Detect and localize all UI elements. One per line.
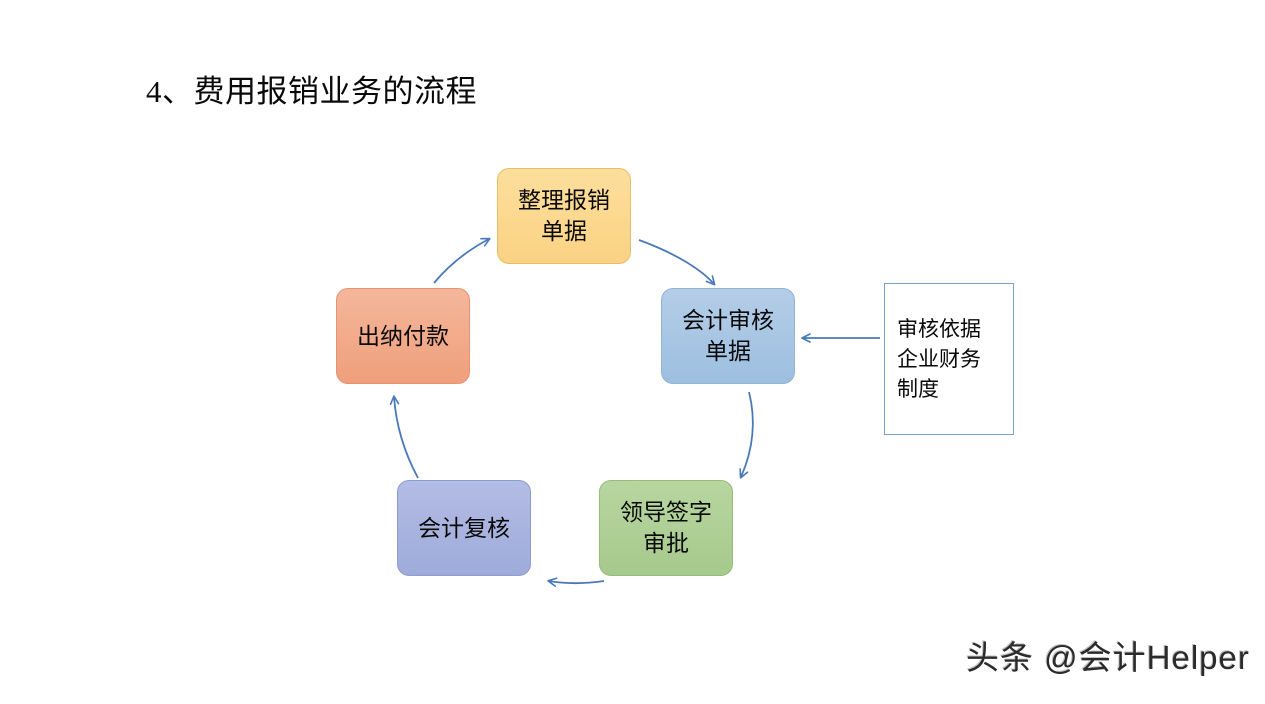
arrow-pay-to-tidy: [433, 237, 491, 284]
page-title: 4、费用报销业务的流程: [146, 74, 477, 109]
flow-node-cashier-payment[interactable]: 出纳付款: [336, 288, 470, 384]
arrow-recheck-to-pay: [389, 395, 419, 479]
flow-node-accountant-recheck[interactable]: 会计复核: [397, 480, 531, 576]
arrow-tidy-to-audit: [638, 239, 716, 286]
audit-basis-note-box[interactable]: 审核依据 企业财务 制度: [884, 283, 1014, 435]
flow-node-accountant-audit[interactable]: 会计审核 单据: [661, 288, 795, 384]
flow-node-leader-approval[interactable]: 领导签字 审批: [599, 480, 733, 576]
audit-basis-note-text: 审核依据 企业财务 制度: [897, 317, 981, 401]
watermark: 头条 @会计Helper: [966, 639, 1250, 676]
arrow-sign-to-recheck: [547, 577, 605, 587]
arrow-audit-to-sign: [739, 391, 754, 479]
flow-node-tidy-documents[interactable]: 整理报销 单据: [497, 168, 631, 264]
